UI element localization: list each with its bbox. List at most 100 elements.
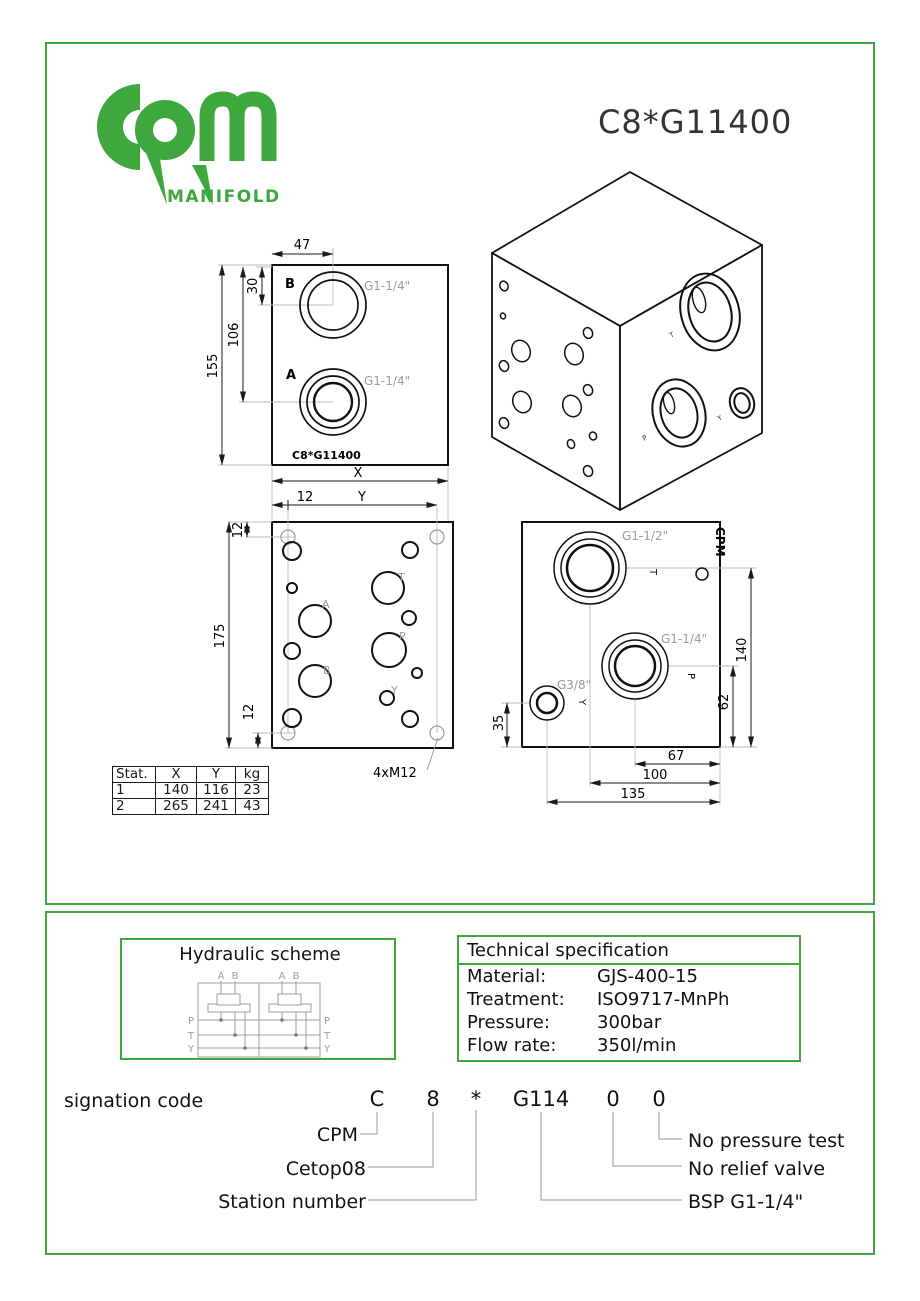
isometric-view: T P Y xyxy=(491,171,763,511)
side-dim-62: 62 xyxy=(717,694,732,711)
spec-value: 350l/min xyxy=(597,1035,677,1056)
cell-stat: 1 xyxy=(112,782,156,799)
spec-label: Flow rate: xyxy=(467,1035,557,1056)
scheme-s1-port-b: B xyxy=(232,971,239,982)
bottom-dim-y: Y xyxy=(357,490,366,505)
side-thread-t: G1-1/2" xyxy=(622,529,668,543)
side-small-hole xyxy=(695,567,709,581)
cpm-logo: MANIFOLD xyxy=(97,84,281,207)
col-header-x: X xyxy=(155,766,197,783)
hydraulic-scheme-title: Hydraulic scheme xyxy=(179,944,341,965)
side-dim-35: 35 xyxy=(492,715,507,732)
scheme-rail-t-right: T xyxy=(323,1031,331,1042)
bottom-dim-12-top: 12 xyxy=(297,490,314,505)
spec-label: Treatment: xyxy=(467,989,565,1010)
callout-cpm: CPM xyxy=(316,1124,358,1146)
bottom-hole-t-label: T xyxy=(397,571,405,584)
front-dim-30: 30 xyxy=(246,278,261,295)
scheme-rail-p-right: P xyxy=(324,1016,330,1027)
cell-kg: 43 xyxy=(235,798,269,815)
scheme-s1-port-a: A xyxy=(218,971,225,982)
stations-table-row: 1 140 116 23 xyxy=(112,782,269,799)
logo-letter-c xyxy=(97,84,141,170)
cell-x: 265 xyxy=(155,798,197,815)
col-header-kg: kg xyxy=(235,766,269,783)
logo-letter-p-tail xyxy=(142,143,167,205)
logo-manifold-text: MANIFOLD xyxy=(167,187,281,207)
drawing-sheet-frame xyxy=(45,42,875,905)
bottom-dim-x: X xyxy=(354,466,363,481)
bottom-hole-a-label: A xyxy=(322,598,330,611)
bottom-dim-12-bottom: 12 xyxy=(242,704,257,721)
spec-row-treatment: Treatment: ISO9717-MnPh xyxy=(459,988,799,1011)
front-part-label: C8*G11400 xyxy=(292,449,361,462)
code-char-0a: 0 xyxy=(606,1087,620,1111)
code-char-8: 8 xyxy=(426,1087,440,1111)
front-port-b-thread: G1-1/4" xyxy=(364,279,410,293)
spec-value: 300bar xyxy=(597,1012,662,1033)
code-char-star: * xyxy=(470,1087,482,1111)
front-port-a-thread: G1-1/4" xyxy=(364,374,410,388)
stations-table-header-row: Stat. X Y kg xyxy=(112,766,269,783)
cell-stat: 2 xyxy=(112,798,156,815)
iso-port-t-mark: T xyxy=(667,330,676,340)
logo-letter-m-tail xyxy=(192,165,213,205)
iso-port-y xyxy=(728,387,756,419)
side-dim-67: 67 xyxy=(668,749,685,764)
iso-port-p-mark: P xyxy=(641,434,648,443)
front-dim-106: 106 xyxy=(227,323,242,348)
iso-port-y-mark: Y xyxy=(715,413,724,423)
iso-right-face xyxy=(619,244,763,511)
col-header-y: Y xyxy=(196,766,236,783)
spec-row-flowrate: Flow rate: 350l/min xyxy=(459,1034,799,1057)
callout-station: Station number xyxy=(218,1191,366,1213)
col-header-stat: Stat. xyxy=(112,766,156,783)
hydraulic-scheme-box xyxy=(120,938,396,1060)
cell-x: 140 xyxy=(155,782,197,799)
cell-kg: 23 xyxy=(235,782,269,799)
bottom-mounting-label: 4xM12 xyxy=(373,766,417,781)
side-port-y-label: Y xyxy=(576,698,587,706)
hydraulic-scheme-diagram: A B A B P T Y P T Y xyxy=(187,971,331,1058)
stations-table: Stat. X Y kg 1 140 116 23 2 265 241 43 xyxy=(112,766,269,815)
cell-y: 241 xyxy=(196,798,236,815)
bottom-hole-y-label: Y xyxy=(390,684,398,697)
scheme-rail-p-left: P xyxy=(188,1016,194,1027)
iso-port-p xyxy=(651,378,707,448)
scheme-s2-port-a: A xyxy=(279,971,286,982)
front-plate-outline xyxy=(271,264,449,466)
front-view: B A G1-1/4" G1-1/4" C8*G11400 47 30 106 … xyxy=(206,238,449,520)
iso-left-face-holes xyxy=(498,280,598,478)
side-dim-140: 140 xyxy=(735,638,750,663)
front-dim-47: 47 xyxy=(294,238,311,253)
front-port-b-label: B xyxy=(285,277,295,292)
part-number-title: C8*G11400 xyxy=(598,103,793,141)
front-port-a xyxy=(299,368,367,436)
scheme-rail-t-left: T xyxy=(187,1031,195,1042)
cell-y: 116 xyxy=(196,782,236,799)
stations-table-row: 2 265 241 43 xyxy=(112,798,269,815)
logo-letter-p xyxy=(135,100,195,160)
side-port-y xyxy=(529,685,565,721)
bottom-plate-outline xyxy=(271,521,454,749)
side-brand: CPM xyxy=(713,527,727,557)
side-port-p-label: P xyxy=(685,673,696,679)
bottom-view: T A P B Y 4xM12 X 12 Y 12 175 12 xyxy=(213,466,454,781)
tech-spec-title: Technical specification xyxy=(459,937,799,965)
bottom-dim-12-left: 12 xyxy=(231,522,246,539)
callout-cetop: Cetop08 xyxy=(285,1158,366,1180)
side-dim-135: 135 xyxy=(621,787,646,802)
scheme-rail-y-left: Y xyxy=(187,1044,195,1055)
logo-letter-m xyxy=(199,91,277,161)
cpm-logo-mark xyxy=(97,84,277,205)
bottom-dim-175: 175 xyxy=(213,624,228,649)
front-dim-155: 155 xyxy=(206,354,221,379)
spec-row-pressure: Pressure: 300bar xyxy=(459,1011,799,1034)
side-dim-100: 100 xyxy=(643,768,668,783)
spec-value: ISO9717-MnPh xyxy=(597,989,730,1010)
spec-label: Pressure: xyxy=(467,1012,550,1033)
side-view: CPM G1-1/2" G1-1/4" G3/8" T P Y 140 62 3… xyxy=(492,521,757,805)
side-port-t xyxy=(553,531,627,605)
side-thread-y: G3/8" xyxy=(557,678,591,692)
